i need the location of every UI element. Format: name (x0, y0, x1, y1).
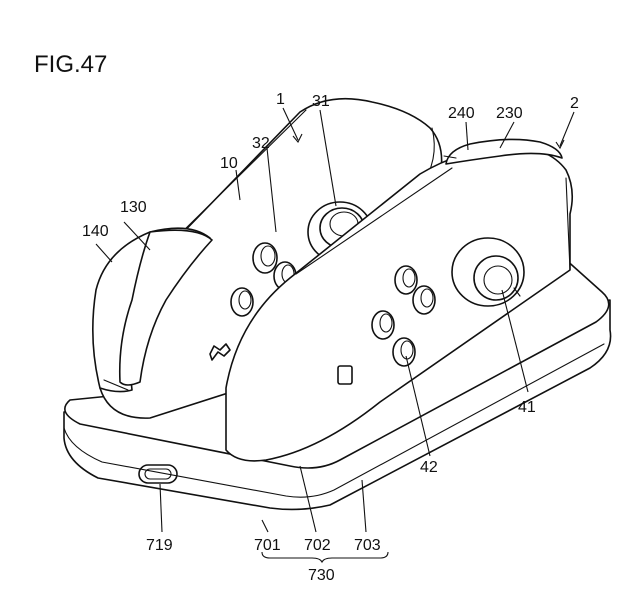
usb-port (138, 464, 178, 484)
label-230: 230 (496, 105, 523, 122)
label-42: 42 (420, 459, 438, 476)
label-130: 130 (120, 199, 147, 216)
label-240: 240 (448, 105, 475, 122)
label-2: 2 (570, 95, 579, 112)
label-730: 730 (308, 567, 335, 584)
reference-labels: 1 31 32 10 130 140 2 230 240 41 42 719 7… (82, 91, 579, 584)
label-1: 1 (276, 91, 285, 108)
leader-lines (95, 107, 575, 564)
label-31: 31 (312, 93, 330, 110)
label-41: 41 (518, 399, 536, 416)
left-controller (92, 97, 443, 419)
label-32: 32 (252, 135, 270, 152)
label-719: 719 (146, 537, 173, 554)
right-controller (225, 138, 574, 462)
label-702: 702 (304, 537, 331, 554)
label-140: 140 (82, 223, 109, 240)
figure-title: FIG.47 (34, 51, 107, 78)
label-703: 703 (354, 537, 381, 554)
label-10: 10 (220, 155, 238, 172)
label-701: 701 (254, 537, 281, 554)
